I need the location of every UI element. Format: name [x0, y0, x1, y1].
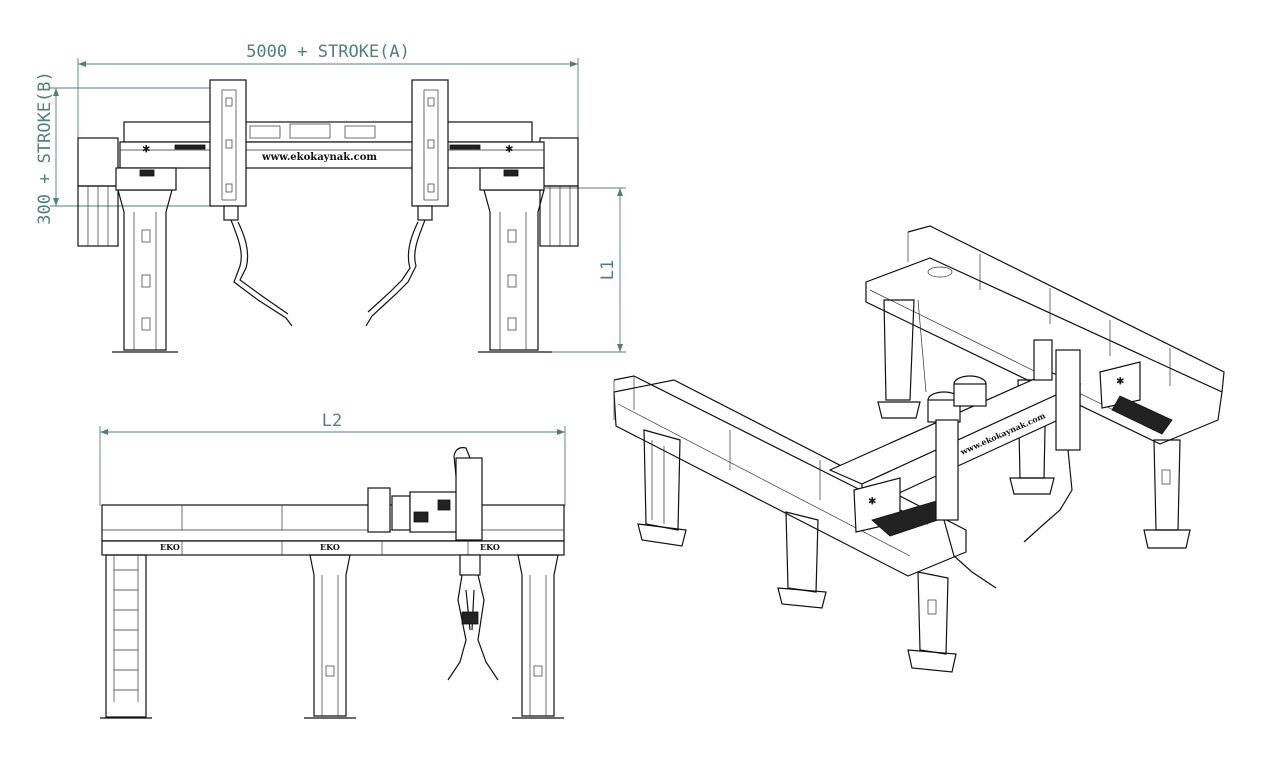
iso-bridge-beam: www.ekokaynak.com * * [828, 361, 1173, 537]
front-bridge-beam: * * www.ekokaynak.com [115, 121, 545, 191]
height-dimension-label: 300 + STROKE(B) [35, 71, 55, 225]
iso-carriage-a [927, 375, 997, 589]
side-left-ladder-column [100, 554, 152, 719]
iso-front-columns [637, 429, 957, 673]
left-platform [77, 137, 119, 247]
height-dimension: 300 + STROKE(B) [35, 71, 212, 225]
side-right-column [512, 554, 564, 719]
front-left-carriage [209, 79, 293, 327]
side-middle-column [304, 554, 356, 719]
l2-dimension-label: L2 [322, 411, 342, 431]
svg-text:EKO: EKO [160, 542, 180, 552]
svg-text:*: * [1116, 376, 1124, 392]
l1-dimension-label: L1 [598, 260, 618, 280]
front-beam-brand-text: www.ekokaynak.com [261, 152, 377, 163]
svg-text:*: * [868, 496, 876, 512]
front-view: 5000 + STROKE(A) 300 + STROKE(B) L1 [35, 42, 626, 353]
svg-text:*: * [142, 144, 150, 160]
front-right-column [478, 189, 552, 353]
svg-text:*: * [505, 144, 513, 160]
iso-back-columns [877, 299, 1191, 549]
front-right-carriage [365, 79, 449, 327]
iso-carriage-b [1023, 339, 1081, 543]
isometric-view: www.ekokaynak.com * * [613, 225, 1225, 673]
svg-text:EKO: EKO [320, 542, 340, 552]
side-view: L2 EKO EKO EKO [99, 411, 566, 719]
front-left-column [112, 189, 178, 353]
l2-dimension: L2 [99, 411, 566, 506]
right-platform [539, 137, 579, 247]
side-carriage [367, 447, 499, 681]
width-dimension-label: 5000 + STROKE(A) [246, 42, 410, 62]
svg-text:EKO: EKO [480, 542, 500, 552]
width-dimension: 5000 + STROKE(A) [77, 42, 579, 190]
side-beam: EKO EKO EKO [101, 504, 565, 556]
l1-dimension: L1 [545, 187, 626, 353]
